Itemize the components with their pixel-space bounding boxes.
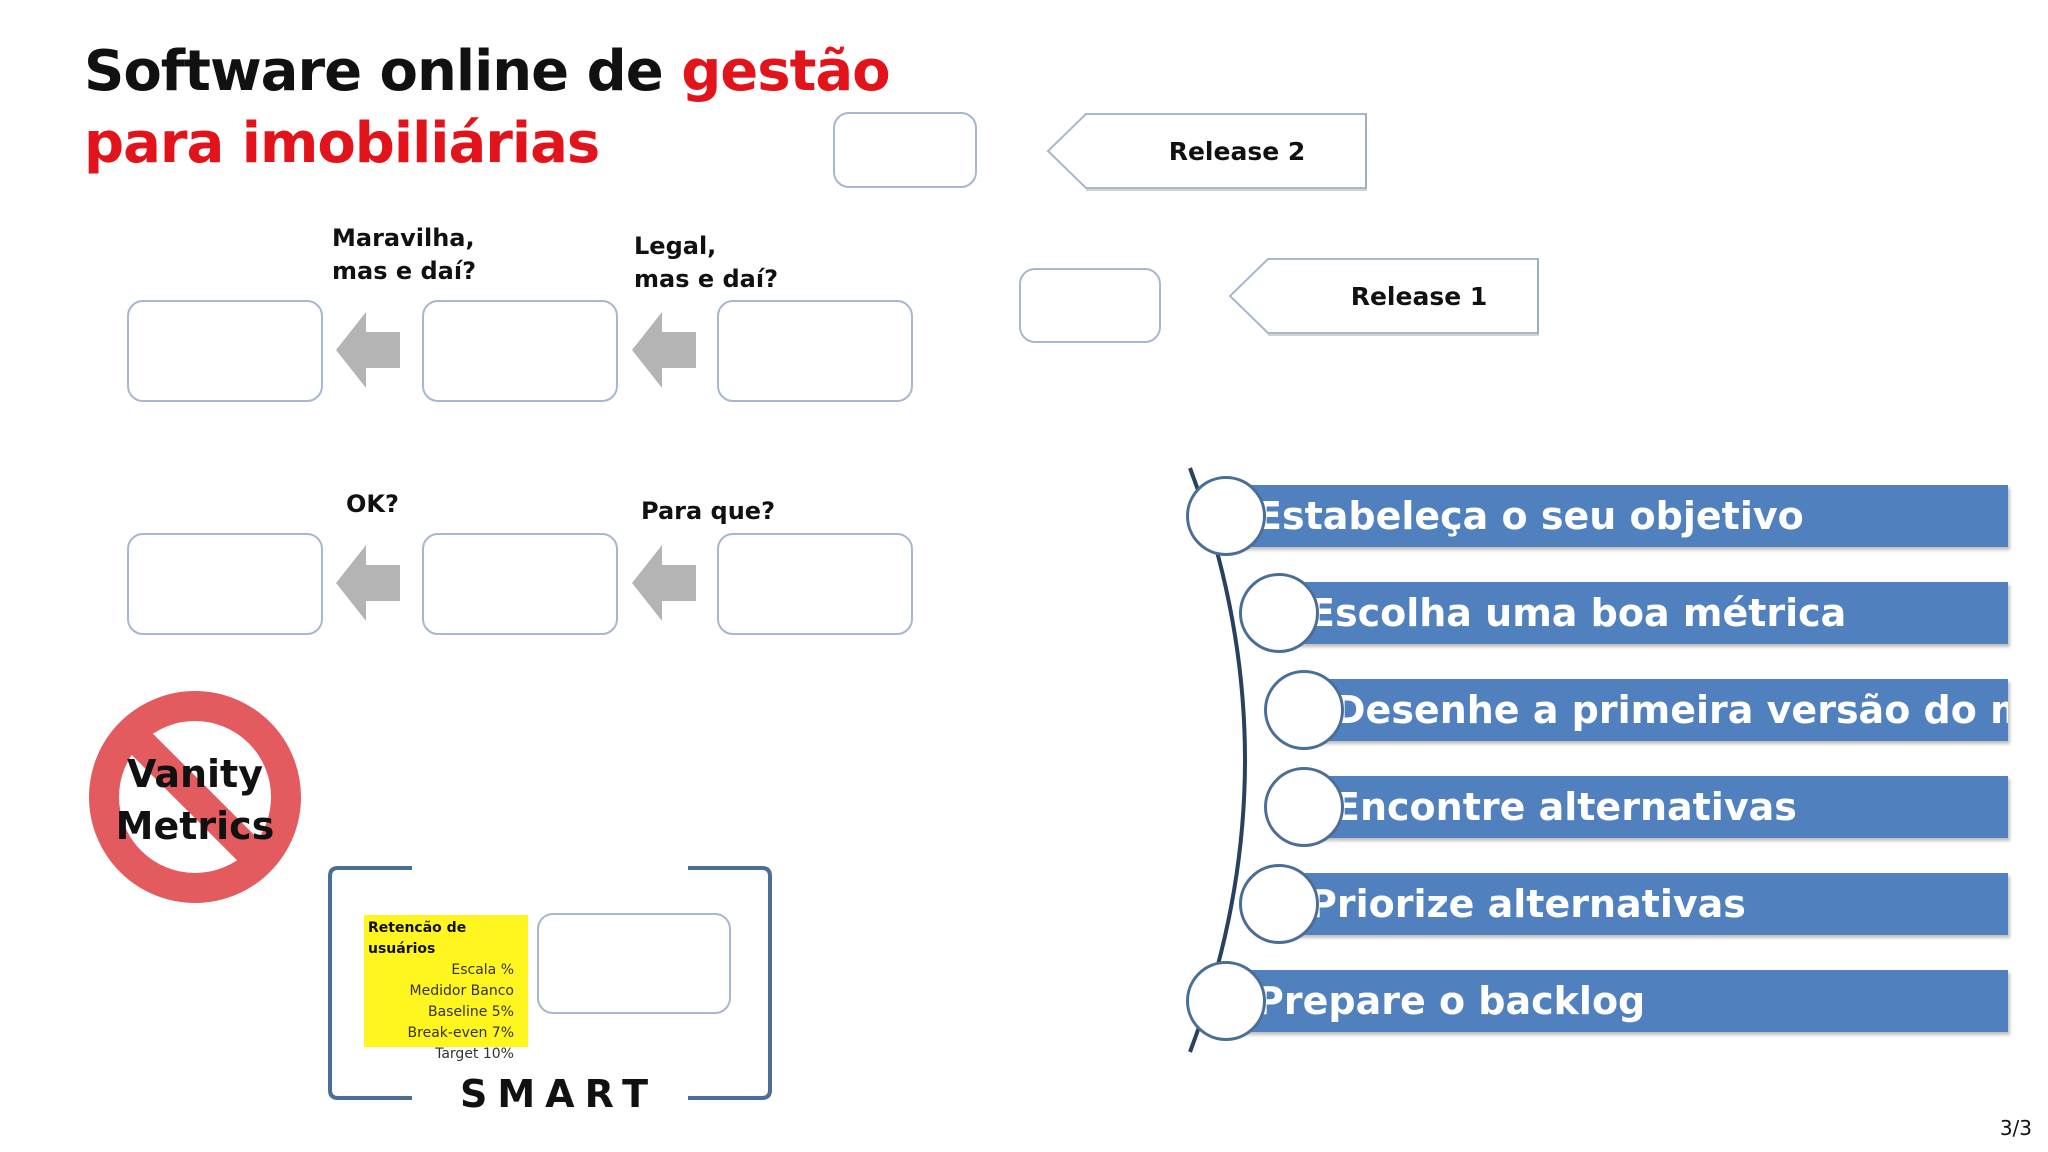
note-title: Retencão de usuários <box>368 920 467 957</box>
step-6-circle <box>1186 961 1266 1041</box>
smart-empty-box <box>537 913 731 1014</box>
smart-bracket <box>328 866 772 1100</box>
vanity-line1: Vanity <box>127 752 263 796</box>
step-5-circle <box>1239 864 1319 944</box>
step-2: Escolha uma boa métrica <box>1279 582 2008 644</box>
left-arrow-icon <box>632 545 696 621</box>
prohibited-icon <box>89 691 301 903</box>
smart-label: SMART <box>460 1072 659 1116</box>
flow-box-r2-3 <box>717 533 913 635</box>
step-1: Estabeleça o seu objetivo <box>1226 485 2008 547</box>
left-arrow-icon <box>632 312 696 388</box>
note-line-meter: Medidor Banco <box>409 983 514 999</box>
title-part2: gestão <box>681 39 890 104</box>
label-ok: OK? <box>346 490 399 518</box>
left-arrow-icon <box>336 312 400 388</box>
note-line-baseline: Baseline 5% <box>427 1004 514 1020</box>
release-1-label: Release 1 <box>1350 281 1488 311</box>
left-arrow-icon <box>336 545 400 621</box>
flow-box-r1-1 <box>127 300 323 402</box>
step-5: Priorize alternativas <box>1279 873 2008 935</box>
flow-box-r1-2 <box>422 300 618 402</box>
step-1-circle <box>1186 476 1266 556</box>
label-para-que: Para que? <box>641 497 775 525</box>
label-legal: Legal, mas e daí? <box>634 232 778 293</box>
release2-empty-box <box>833 112 977 188</box>
flow-box-r2-2 <box>422 533 618 635</box>
step-3: Desenhe a primeira versão do mapa <box>1304 679 2008 741</box>
smart-sticky-note: Retencão de usuários Escala % Medidor Ba… <box>364 915 528 1062</box>
step-4: Encontre alternativas <box>1304 776 2008 838</box>
step-6: Prepare o backlog <box>1226 970 2008 1032</box>
page-indicator: 3/3 <box>1999 1116 2032 1140</box>
title-part1: Software online de <box>84 39 682 104</box>
step-4-circle <box>1264 767 1344 847</box>
release-1-tag: Release 1 <box>1228 257 1550 336</box>
note-line-scale: Escala % <box>451 962 514 978</box>
note-line-target: Target 10% <box>435 1046 514 1062</box>
vanity-line2: Metrics <box>115 804 275 848</box>
step-3-circle <box>1264 670 1344 750</box>
label-maravilha: Maravilha, mas e daí? <box>332 224 476 285</box>
note-line-breakeven: Break-even 7% <box>407 1025 514 1041</box>
flow-box-r1-3 <box>717 300 913 402</box>
step-2-circle <box>1239 573 1319 653</box>
title-line2: para imobiliárias <box>84 111 600 176</box>
release1-empty-box <box>1019 268 1161 343</box>
vanity-metrics-label: Vanity Metrics <box>88 748 302 852</box>
release-2-label: Release 2 <box>1168 136 1306 166</box>
flow-box-r2-1 <box>127 533 323 635</box>
slide-title: Software online de gestão para imobiliár… <box>84 36 891 180</box>
release-2-tag: Release 2 <box>1046 112 1368 191</box>
